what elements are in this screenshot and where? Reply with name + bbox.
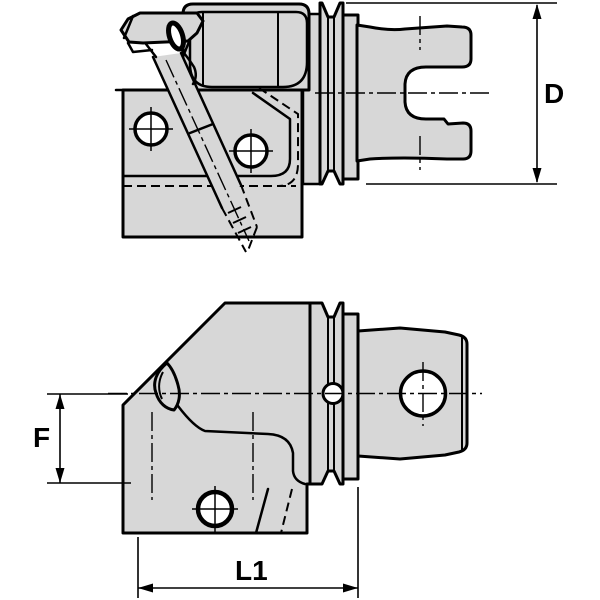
arrow-left — [138, 583, 153, 593]
clamp-screw-hole-left — [129, 107, 173, 151]
mounting-hole — [192, 486, 238, 532]
v-flange-front — [308, 301, 345, 486]
clamp-centerline — [165, 59, 250, 242]
top-view — [114, 1, 490, 254]
dimension-f: F — [33, 393, 131, 484]
clamp-screw-hole-right — [229, 129, 273, 173]
dimension-l1: L1 — [137, 487, 359, 598]
front-view — [108, 301, 482, 535]
fork-adapter — [355, 23, 473, 163]
arrow-up — [532, 4, 542, 19]
dimension-l1-label: L1 — [235, 555, 268, 586]
clamp-screw — [119, 11, 258, 254]
dimension-f-label: F — [33, 422, 50, 453]
arrow-down — [532, 168, 542, 183]
head-block — [181, 2, 311, 92]
body-profile-curve — [176, 404, 307, 486]
arrow-down — [55, 468, 65, 483]
arrow-up — [55, 394, 65, 409]
dimension-d: D — [346, 2, 564, 185]
dimension-d-label: D — [544, 78, 564, 109]
cutting-insert — [153, 361, 181, 412]
pocket-outline — [121, 91, 292, 178]
arrow-right — [343, 583, 358, 593]
